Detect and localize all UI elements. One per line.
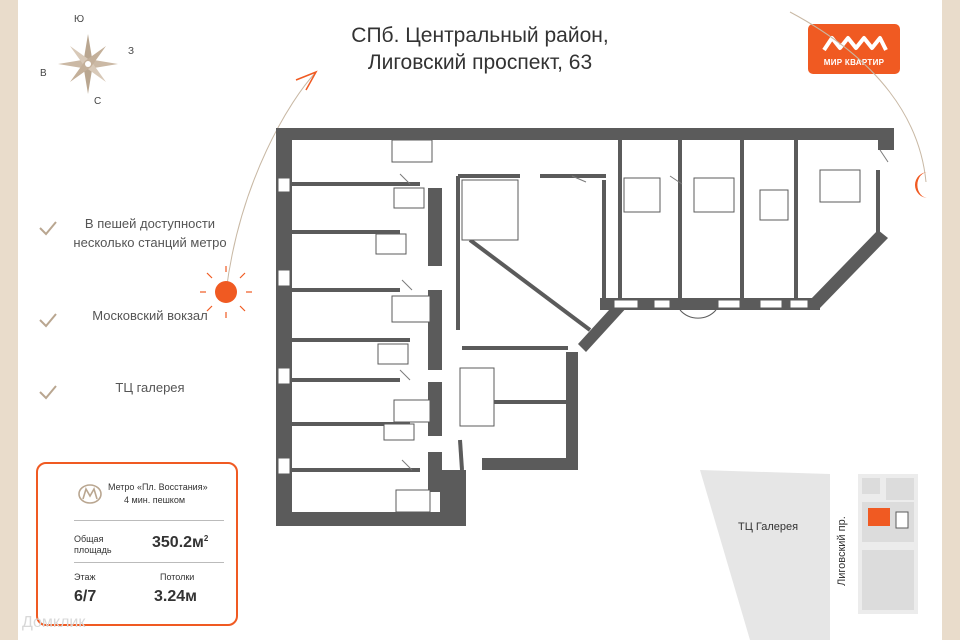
floor-value: 6/7 (74, 588, 97, 605)
ceiling-value: 3.24м (154, 588, 197, 605)
building-marker (868, 508, 890, 526)
floor-label: Этаж (74, 572, 96, 582)
area-label-line-1: Общая (74, 534, 104, 544)
metro-walk-time: 4 мин. пешком (124, 495, 186, 505)
info-card: Метро «Пл. Восстания» 4 мин. пешком Обща… (36, 462, 238, 626)
sun-icon (200, 266, 252, 318)
check-icon (39, 313, 57, 328)
divider (74, 520, 224, 521)
compass-rose: Ю З В С (30, 12, 150, 112)
street-label: Лиговский пр. (836, 516, 848, 586)
logo-text: МИР КВАРТИР (823, 58, 885, 67)
compass-west-label: В (40, 68, 47, 79)
area-label-line-2: площадь (74, 545, 112, 555)
logo-mark-icon (822, 36, 888, 52)
area-label: Общая площадь (74, 534, 134, 556)
amenity-metro-text: В пешей доступности несколько станций ме… (60, 214, 240, 252)
divider (74, 562, 224, 563)
title-line-1: СПб. Центральный район, (351, 24, 609, 47)
amenity-metro-line-2: несколько станций метро (73, 235, 227, 250)
check-icon (39, 385, 57, 400)
compass-star-icon (58, 34, 118, 94)
ceiling-label: Потолки (160, 572, 195, 582)
moon-icon (915, 172, 928, 198)
amenity-station-text: Московский вокзал (60, 306, 240, 325)
mall-footprint (700, 470, 830, 640)
area-value: 350.2м2 (152, 534, 208, 552)
title-line-2: Лиговский проспект, 63 (367, 51, 593, 74)
compass-east-label: З (128, 46, 135, 57)
metro-icon (78, 484, 102, 504)
check-icon (39, 221, 57, 236)
amenity-metro-line-1: В пешей доступности (84, 216, 216, 231)
amenity-mall-line-1: ТЦ галерея (115, 380, 185, 395)
watermark: Домклик (22, 614, 86, 631)
amenity-station-line-1: Московский вокзал (92, 308, 208, 323)
amenity-mall-text: ТЦ галерея (60, 378, 240, 397)
mall-label: ТЦ Галерея (738, 521, 799, 533)
page-title: СПб. Центральный район, Лиговский проспе… (300, 22, 660, 76)
area-number: 350.2м (152, 534, 204, 551)
area-unit-exponent: 2 (203, 534, 209, 543)
compass-south-label: С (94, 96, 102, 107)
metro-station-name: Метро «Пл. Восстания» (108, 482, 208, 492)
compass-north-label: Ю (74, 14, 85, 25)
